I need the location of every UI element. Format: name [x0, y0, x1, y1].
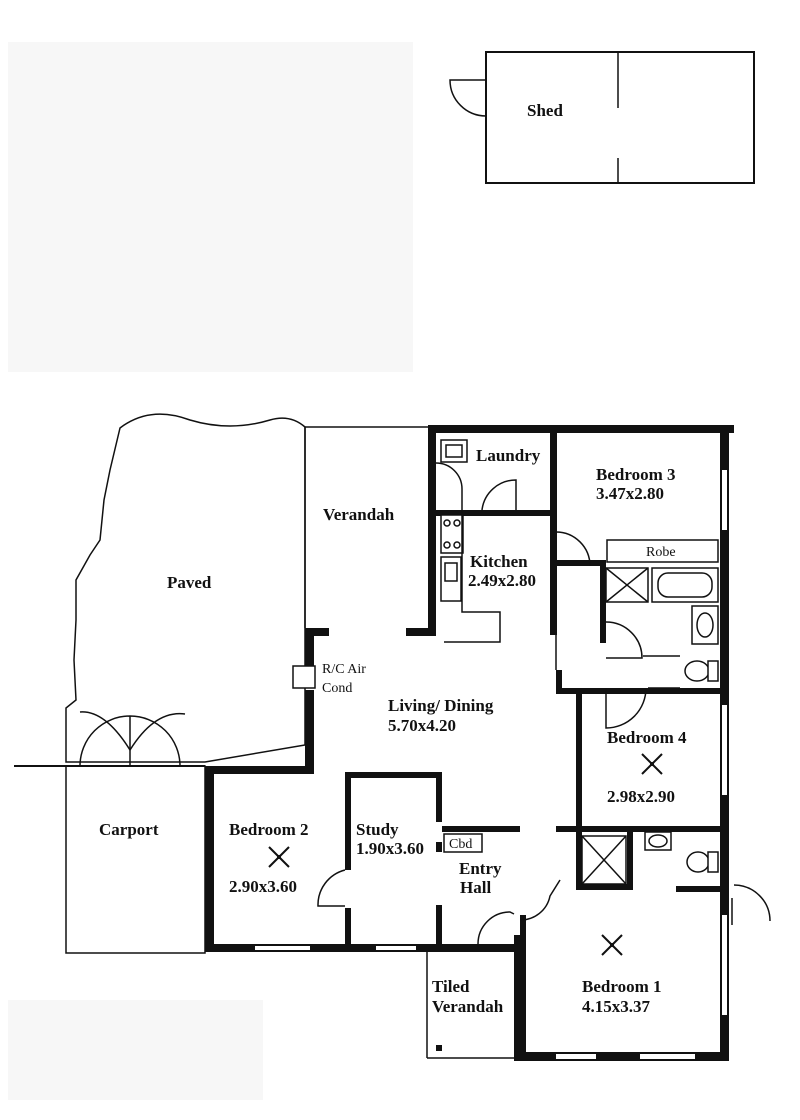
shed: Shed: [449, 51, 755, 184]
tiled-verandah-label-1: Tiled: [432, 977, 470, 996]
kitchen-label: Kitchen: [470, 552, 528, 571]
living-label: Living/ Dining: [388, 696, 494, 715]
bedroom3-size: 3.47x2.80: [596, 484, 664, 503]
robe: Robe: [606, 539, 719, 563]
carport: Carport: [14, 711, 206, 954]
bedroom4-label: Bedroom 4: [607, 728, 687, 747]
shed-label: Shed: [527, 101, 563, 120]
bedroom2-label: Bedroom 2: [229, 820, 309, 839]
robe-label: Robe: [646, 545, 676, 560]
blank-area-top-left: [8, 42, 413, 372]
study-size: 1.90x3.60: [356, 839, 424, 858]
aircond-label-2: Cond: [322, 681, 352, 696]
bedroom1-label: Bedroom 1: [582, 977, 662, 996]
bedroom2-size: 2.90x3.60: [229, 877, 297, 896]
verandah: Verandah: [304, 426, 430, 628]
carport-label: Carport: [99, 820, 159, 839]
door-swings: [317, 462, 771, 945]
laundry-label: Laundry: [476, 446, 541, 465]
stove-icon: [440, 514, 464, 554]
cbd: Cbd: [443, 833, 483, 853]
ensuite-toilet-icon: [686, 851, 719, 873]
shower-icon: [605, 567, 649, 603]
cbd-label: Cbd: [449, 837, 472, 852]
paved-label: Paved: [167, 573, 212, 592]
ceiling-fan-icon: [601, 934, 623, 956]
sink-icon: [440, 556, 462, 602]
laundry-tub-icon: [440, 439, 468, 463]
washbasin-icon: [691, 605, 719, 645]
verandah-label: Verandah: [323, 505, 395, 524]
kitchen-size: 2.49x2.80: [468, 571, 536, 590]
toilet-icon: [684, 660, 719, 682]
ensuite-shower-icon: [581, 835, 627, 885]
ceiling-fan-icon: [268, 846, 290, 868]
bedroom4-size: 2.98x2.90: [607, 787, 675, 806]
aircond-label-1: R/C Air: [322, 662, 366, 677]
blank-area-bottom-left: [8, 1000, 263, 1100]
ensuite-washbasin-icon: [644, 831, 672, 851]
entry-label-1: Entry: [459, 859, 502, 878]
tiled-verandah-label-2: Verandah: [432, 997, 504, 1016]
bathtub-icon: [651, 567, 719, 603]
study-label: Study: [356, 820, 399, 839]
kitchen-bench: [444, 510, 501, 643]
air-cond-unit: [292, 665, 316, 689]
entry-label-2: Hall: [460, 878, 491, 897]
paved-area: Paved: [65, 413, 306, 763]
ceiling-fan-icon: [641, 753, 663, 775]
living-size: 5.70x4.20: [388, 716, 456, 735]
bedroom1-size: 4.15x3.37: [582, 997, 651, 1016]
bedroom3-label: Bedroom 3: [596, 465, 676, 484]
windows: [255, 470, 727, 1059]
